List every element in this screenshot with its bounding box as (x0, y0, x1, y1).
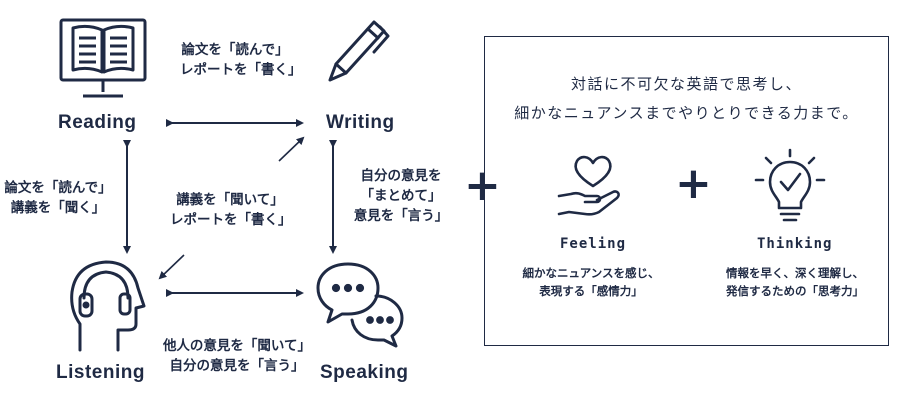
link-label-listening-speaking: 他人の意見を「聞いて」 自分の意見を「言う」 (162, 338, 312, 374)
thinking-title: Thinking (757, 236, 833, 252)
thinking-desc: 情報を早く、深く理解し、 発信するための「思考力」 (726, 266, 864, 298)
heart-hand-icon (555, 150, 627, 222)
link-label-writing-speaking: 自分の意見を 「まとめて」 意見を「言う」 (353, 168, 449, 224)
plus-sign-main: + (464, 160, 501, 211)
listening-head-headphones-icon (66, 254, 148, 354)
panel-lede: 対話に不可欠な英語で思考し、 細かなニュアンスまでやりとりできる力まで。 (514, 75, 859, 122)
lightbulb-check-icon (752, 146, 828, 226)
feeling-thinking-panel (484, 36, 889, 346)
writing-pen-icon (318, 14, 392, 88)
feeling-title: Feeling (560, 236, 627, 252)
skill-reading-label: Reading (58, 112, 137, 133)
reading-book-monitor-icon (55, 14, 151, 104)
plus-sign-panel: + (675, 158, 712, 209)
skill-writing-label: Writing (326, 112, 395, 133)
skill-speaking-label: Speaking (320, 362, 409, 383)
link-label-reading-writing: 論文を「読んで」 レポートを「書く」 (180, 42, 302, 78)
link-label-listening-writing: 講義を「聞いて」 レポートを「書く」 (170, 192, 292, 228)
link-label-reading-listening: 論文を「読んで」 講義を「聞く」 (4, 180, 112, 216)
skill-listening-label: Listening (56, 362, 145, 383)
arrow-to-listening (158, 254, 185, 280)
feeling-desc: 細かなニュアンスを感じ、 表現する「感情力」 (522, 266, 660, 298)
arrow-to-writing (278, 136, 305, 162)
speaking-speech-bubbles-icon (314, 258, 410, 348)
